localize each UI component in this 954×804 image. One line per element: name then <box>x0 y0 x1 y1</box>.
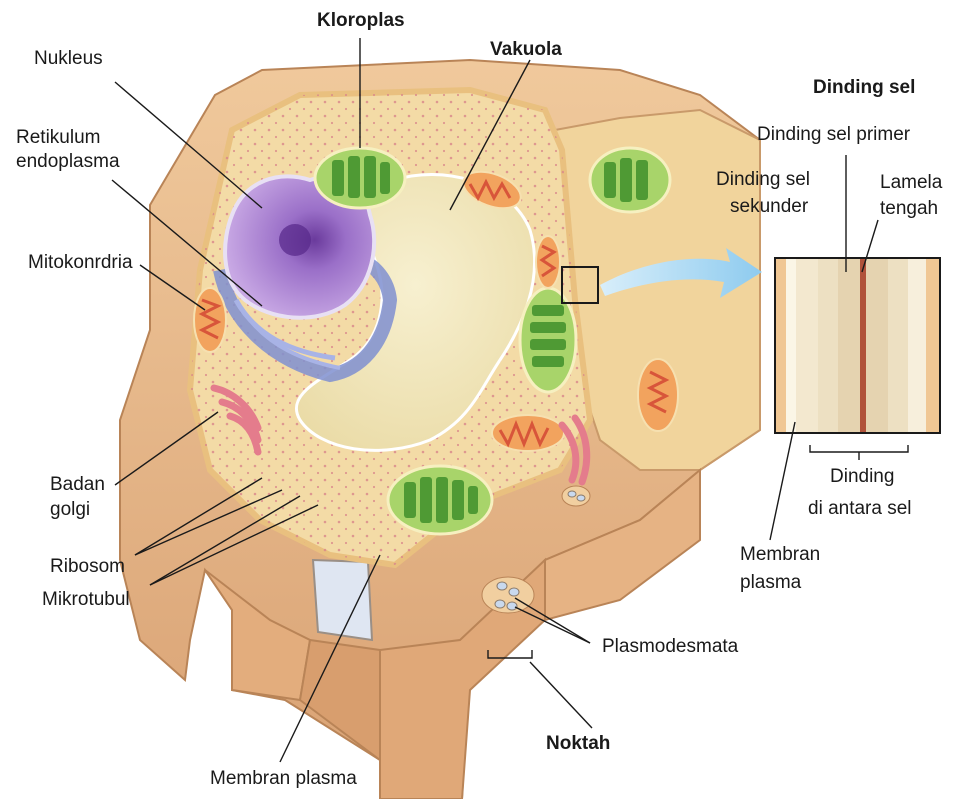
label-dinding-antara-sel-line1: Dinding <box>830 466 894 488</box>
label-ribosom: Ribosom <box>50 556 125 578</box>
label-mikrotubul: Mikrotubul <box>42 589 130 611</box>
label-dinding-antara-sel-line2: di antara sel <box>808 498 912 520</box>
label-retikulum-endoplasma-line1: Retikulum <box>16 127 100 149</box>
chloroplast <box>388 466 492 534</box>
label-lamela-tengah-line1: Lamela <box>880 172 942 194</box>
chloroplast <box>315 148 405 208</box>
cell-wall-inset <box>775 258 940 433</box>
label-plasmodesmata: Plasmodesmata <box>602 636 738 658</box>
chloroplast <box>590 148 670 212</box>
label-nukleus: Nukleus <box>34 48 103 70</box>
label-vakuola: Vakuola <box>490 39 562 61</box>
label-badan-golgi-line1: Badan <box>50 474 105 496</box>
label-dinding-sel-sekunder-line2: sekunder <box>730 196 808 218</box>
label-membran-plasma-bottom: Membran plasma <box>210 768 357 790</box>
label-membran-plasma-inset-line2: plasma <box>740 572 801 594</box>
label-mitokondria: Mitokonrdria <box>28 252 133 274</box>
inset-title: Dinding sel <box>813 77 915 99</box>
mitochondrion <box>536 236 560 288</box>
label-noktah: Noktah <box>546 733 610 755</box>
label-kloroplas: Kloroplas <box>317 10 405 32</box>
mitochondrion <box>638 359 678 431</box>
label-membran-plasma-inset-line1: Membran <box>740 544 820 566</box>
label-dinding-sel-primer: Dinding sel primer <box>757 124 910 146</box>
label-retikulum-endoplasma-line2: endoplasma <box>16 151 120 173</box>
label-badan-golgi-line2: golgi <box>50 499 90 521</box>
mitochondrion <box>194 288 226 352</box>
label-dinding-sel-sekunder-line1: Dinding sel <box>716 169 810 191</box>
mitochondrion <box>492 415 564 451</box>
label-lamela-tengah-line2: tengah <box>880 198 938 220</box>
